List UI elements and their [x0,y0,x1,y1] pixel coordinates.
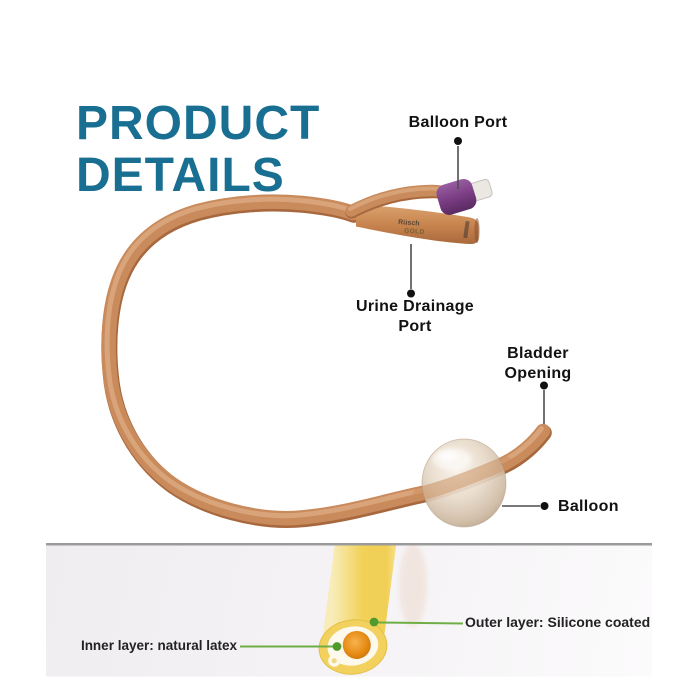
balloon-port-dot [454,137,462,145]
outer-layer-label: Outer layer: Silicone coated [465,614,651,630]
tube-size-marking [463,220,470,239]
outer-layer-line [376,621,464,625]
urine-drainage-port-label: Urine Drainage Port [325,297,505,337]
urine-drainage-port-label-line2: Port [398,318,432,335]
funnel-end-rim [474,218,480,243]
green-annotation-lines [240,621,464,648]
callout-dots [407,137,549,510]
inner-layer-label: Inner layer: natural latex [80,638,237,653]
page-title-line1: PRODUCT [76,97,321,150]
outer-layer-dot [369,617,379,627]
valve-collar [436,178,477,215]
urine-drainage-dot [407,289,415,298]
balloon-label: Balloon [558,498,619,515]
cross-section-panel [46,543,652,677]
balloon-port-branch [345,178,493,219]
callout-lines [410,146,545,507]
inner-layer-dot [332,642,342,651]
tube-print-model: GOLD [404,228,425,236]
drainage-lumen [342,630,371,659]
retention-balloon [413,438,512,528]
urine-drainage-port-label-line1: Urine Drainage [355,298,474,315]
tube-print-brand: Rüsch [398,219,420,227]
bladder-opening-dot [540,381,548,390]
tube-shadow [399,545,427,627]
panel-top-border [46,543,652,546]
green-annotation-dots [332,617,379,651]
bladder-opening-label: Bladder Opening [448,344,628,384]
page-title-line2: DETAILS [76,149,285,202]
page-title: PRODUCT DETAILS [76,98,320,202]
bladder-opening-label-line2: Opening [504,365,572,382]
balloon-dot [540,502,549,510]
balloon-port-label: Balloon Port [408,114,508,131]
bladder-opening-label-line1: Bladder [507,345,569,362]
tube-cross-section [318,619,388,675]
